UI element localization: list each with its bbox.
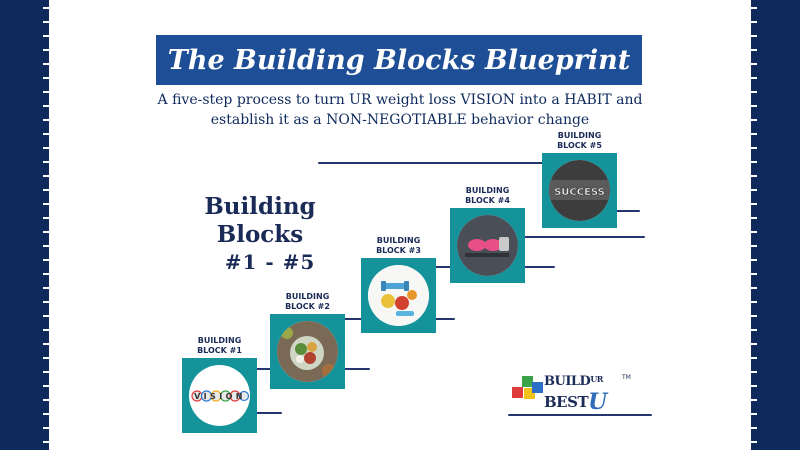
left-border-bar [0,0,49,450]
block-3-label: BUILDING BLOCK #3 [376,236,421,255]
title-banner: The Building Blocks Blueprint [156,35,642,85]
healthy-food-bowl-image [277,321,338,382]
block-5-label: BUILDING BLOCK #5 [557,131,602,150]
heading-main: Building Blocks [204,193,316,248]
logo-underline [508,414,652,416]
block-5-square: SUCCESS [542,153,617,228]
dumbbells-and-fruit-image [368,265,429,326]
building-block-4: BUILDING BLOCK #4 [450,186,525,283]
heading-sub: #1 - #5 [224,250,316,274]
right-border-bar [751,0,800,450]
logo-cube-yellow-icon [524,388,535,399]
block-1-square: VISION [182,358,257,433]
logo-cube-blue-icon [532,382,543,393]
block-2-square [270,314,345,389]
building-blocks-heading: Building Blocks #1 - #5 [160,193,360,275]
vision-text: VISION [194,392,246,401]
block-4-square [450,208,525,283]
success-text: SUCCESS [554,187,605,198]
page-title: The Building Blocks Blueprint [167,44,631,76]
block-3-square [361,258,436,333]
step-line-5 [500,236,645,238]
building-block-1: BUILDING BLOCK #1 VISION [182,336,257,433]
sneakers-and-weights-image [457,215,518,276]
block-1-label: BUILDING BLOCK #1 [197,336,242,355]
subtitle-line-1: A five-step process to turn UR weight lo… [157,92,643,108]
block-2-label: BUILDING BLOCK #2 [285,292,330,311]
top-divider-line [318,162,553,164]
building-block-3: BUILDING BLOCK #3 [361,236,436,333]
vision-letters-image: VISION [189,365,250,426]
logo-cube-red-icon [512,387,523,398]
subtitle: A five-step process to turn UR weight lo… [140,90,660,130]
success-chalkboard-image: SUCCESS [549,160,610,221]
building-block-5: BUILDING BLOCK #5 SUCCESS [542,131,617,228]
block-4-label: BUILDING BLOCK #4 [465,186,510,205]
subtitle-line-2: establish it as a NON-NEGOTIABLE behavio… [210,112,590,128]
build-ur-best-u-logo: BUILDUR BESTU TM [510,372,631,415]
building-block-2: BUILDING BLOCK #2 [270,292,345,389]
logo-cube-green-icon [522,376,533,387]
